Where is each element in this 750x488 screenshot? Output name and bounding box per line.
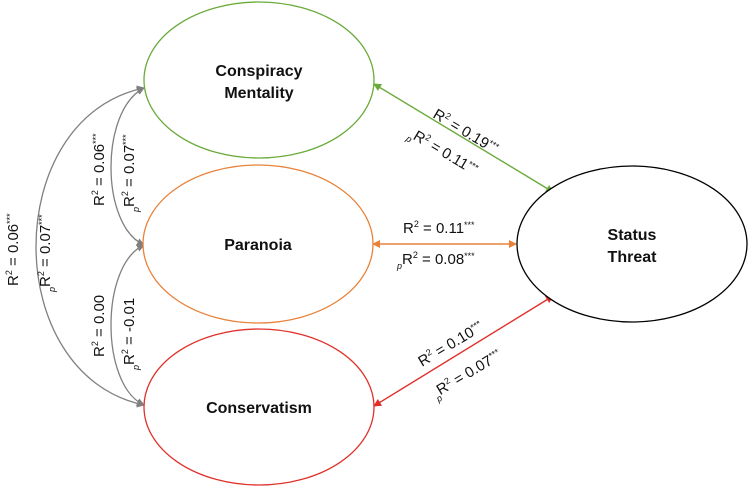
label-cm-pa: R2 = 0.06*** bbox=[90, 133, 108, 206]
label-cm-pa-p: pR2 = 0.07*** bbox=[120, 134, 141, 213]
label-cm-co-pr2: pR2 = 0.07*** bbox=[36, 214, 57, 293]
node-conservatism: Conservatism bbox=[143, 328, 375, 486]
edge-conspiracy-status bbox=[373, 83, 554, 193]
label-cm-co: R2 = 0.06*** bbox=[4, 213, 22, 286]
node-conspiracy-mentality: Conspiracy Mentality bbox=[143, 1, 375, 159]
arc-paranoia-conservatism bbox=[110, 244, 145, 406]
arc-conspiracy-paranoia bbox=[110, 87, 145, 246]
label-pa-st-pr2: pR2 = 0.08*** bbox=[396, 250, 475, 271]
node-status-line1: Status bbox=[608, 227, 657, 244]
label-cm-pa-pr2: pR2 = 0.07*** bbox=[120, 134, 141, 213]
node-conspiracy-line1: Conspiracy bbox=[215, 63, 302, 80]
arc-conspiracy-conservatism bbox=[35, 85, 145, 408]
node-status-line2: Threat bbox=[608, 249, 658, 266]
node-paranoia-label: Paranoia bbox=[224, 237, 292, 254]
label-pa-co-r2: R2 = 0.00 bbox=[90, 295, 108, 357]
label-pa-st-r2: R2 = 0.11*** bbox=[403, 219, 475, 237]
label-pa-co-p: pR2 = -0.01 bbox=[120, 298, 141, 371]
label-pa-co: R2 = 0.00 bbox=[90, 295, 108, 357]
label-cm-co-p: pR2 = 0.07*** bbox=[36, 214, 57, 293]
node-conservatism-label: Conservatism bbox=[206, 400, 312, 417]
label-pa-co-pr2: pR2 = -0.01 bbox=[120, 298, 141, 371]
label-cm-pa-r2: R2 = 0.06*** bbox=[90, 133, 108, 206]
node-conspiracy-line2: Mentality bbox=[224, 85, 293, 102]
label-cm-co-r2: R2 = 0.06*** bbox=[4, 213, 22, 286]
node-status-threat: Status Threat bbox=[516, 165, 748, 323]
node-paranoia: Paranoia bbox=[142, 164, 374, 324]
edge-conservatism-status bbox=[373, 295, 554, 407]
